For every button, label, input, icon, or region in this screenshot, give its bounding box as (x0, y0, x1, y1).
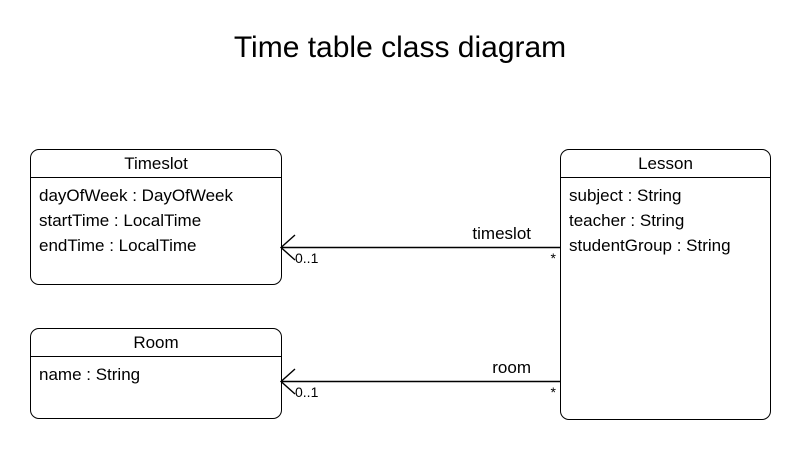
multiplicity-target-room: 0..1 (295, 384, 319, 400)
association-line-timeslot (281, 246, 561, 249)
attribute-row: startTime : LocalTime (39, 211, 202, 230)
class-box-timeslot[interactable]: Timeslot dayOfWeek : DayOfWeek startTime… (30, 149, 282, 285)
class-attributes-timeslot: dayOfWeek : DayOfWeek startTime : LocalT… (31, 178, 281, 258)
attribute-row: name : String (39, 365, 141, 384)
association-label-room: room (492, 358, 531, 377)
class-attributes-lesson: subject : String teacher : String studen… (561, 178, 770, 258)
attribute-row: endTime : LocalTime (39, 236, 197, 255)
class-name-timeslot: Timeslot (31, 150, 281, 178)
class-box-lesson[interactable]: Lesson subject : String teacher : String… (560, 149, 771, 420)
class-name-lesson: Lesson (561, 150, 770, 178)
arrowhead-icon (279, 234, 296, 261)
association-room[interactable]: room 0..1 * (279, 358, 561, 400)
association-timeslot[interactable]: timeslot 0..1 * (279, 224, 561, 266)
attribute-row: dayOfWeek : DayOfWeek (39, 186, 233, 205)
multiplicity-source-room: * (550, 384, 556, 400)
arrowhead-icon (279, 368, 296, 395)
association-label-timeslot: timeslot (472, 224, 531, 243)
multiplicity-source-timeslot: * (550, 250, 556, 266)
class-box-room[interactable]: Room name : String (30, 328, 282, 419)
attribute-row: studentGroup : String (569, 236, 731, 255)
attribute-row: teacher : String (569, 211, 685, 230)
association-line-room (281, 380, 561, 383)
class-attributes-room: name : String (31, 357, 281, 387)
page-title: Time table class diagram (233, 31, 567, 64)
multiplicity-target-timeslot: 0..1 (295, 250, 319, 266)
class-name-room: Room (31, 329, 281, 357)
attribute-row: subject : String (569, 186, 682, 205)
